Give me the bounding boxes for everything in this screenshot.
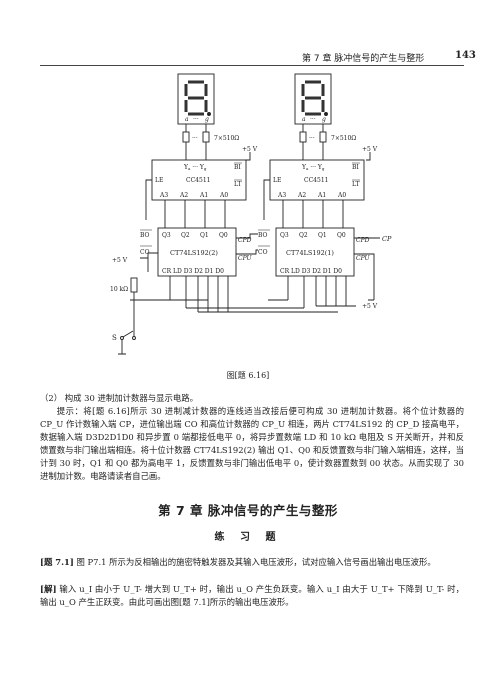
answer-tag: [解] <box>40 584 57 594</box>
svg-text:A1: A1 <box>199 192 208 199</box>
svg-text:A3: A3 <box>159 192 168 199</box>
svg-text:LT: LT <box>234 181 242 188</box>
svg-text:Q2: Q2 <box>181 232 190 239</box>
counter-ct74ls192-units: BO Q3 Q2 Q1 Q0 CPD CT74LS192(1) CO CPU C… <box>258 227 371 277</box>
display-seg-a: a <box>185 116 189 123</box>
counter-ct74ls192-tens: BO Q3 Q2 Q1 Q0 CPD CT74LS192(2) CO CPU C… <box>140 227 253 277</box>
svg-text:CPU: CPU <box>356 255 371 262</box>
svg-text:CR LD D3 D2 D1 D0: CR LD D3 D2 D1 D0 <box>162 268 224 275</box>
paragraph-hint: 提示：将[题 6.16]所示 30 进制减计数器的连线适当改接后便可构成 30 … <box>40 406 464 481</box>
svg-text:A3: A3 <box>277 192 286 199</box>
svg-text:A0: A0 <box>337 192 346 199</box>
problem-text: 图 P7.1 所示为反相输出的施密特触发器及其输入电压波形，试对应输入信号画出输… <box>76 557 436 567</box>
problem-tag: [题 7.1] <box>40 557 74 567</box>
figure-caption: 图[题 6.16] <box>226 371 270 380</box>
svg-text:Q2: Q2 <box>299 232 308 239</box>
svg-text:BI: BI <box>234 164 241 171</box>
svg-text:CR LD D3 D2 D1 D0: CR LD D3 D2 D1 D0 <box>280 268 342 275</box>
svg-text:···: ··· <box>309 135 315 142</box>
svg-text:BI: BI <box>352 164 359 171</box>
exercises-heading: 练 习 题 <box>214 532 282 543</box>
cp-label: CP <box>382 235 392 243</box>
svg-text:Q0: Q0 <box>337 232 346 239</box>
svg-text:···: ··· <box>310 116 316 123</box>
svg-text:Q0: Q0 <box>219 232 228 239</box>
header-rule <box>40 65 464 66</box>
seven-segment-display-units: a ··· g ··· 7×510Ω <box>294 73 356 146</box>
svg-text:BO: BO <box>140 232 150 239</box>
svg-text:7×510Ω: 7×510Ω <box>331 135 356 142</box>
svg-text:A2: A2 <box>297 192 306 199</box>
seven-segment-display-tens: a ··· g ··· 7×510Ω <box>177 73 239 146</box>
svg-text:Q3: Q3 <box>280 232 289 239</box>
chapter-heading: 第 7 章 脉冲信号的产生与整形 <box>158 503 338 518</box>
display-seg-g: g <box>205 116 209 123</box>
svg-text:CPD: CPD <box>356 237 370 244</box>
decoder-cc4511-units: Ya ··· Yg BI CC4511 LE LT A3 A2 A1 A0 <box>269 146 365 201</box>
svg-text:CO: CO <box>258 249 268 256</box>
switch-label: S <box>112 334 117 342</box>
counter-units-name: CT74LS192(1) <box>286 249 334 257</box>
svg-text:CPD: CPD <box>238 237 252 244</box>
svg-text:CC4511: CC4511 <box>304 177 328 184</box>
counter-tens-name: CT74LS192(2) <box>170 249 218 257</box>
svg-text:BO: BO <box>258 232 268 239</box>
svg-text:Ya ··· Yg: Ya ··· Yg <box>301 164 325 171</box>
svg-text:Q3: Q3 <box>162 232 171 239</box>
svg-text:CPU: CPU <box>238 255 253 262</box>
svg-text:LT: LT <box>352 181 360 188</box>
display-seg-dots: ··· <box>193 116 199 123</box>
decoder-cc4511-tens: Ya ··· Yg BI CC4511 LE LT A3 A2 A1 A0 <box>151 146 247 201</box>
svg-text:LE: LE <box>273 177 281 184</box>
resistor-10k-label: 10 kΩ <box>110 286 128 293</box>
answer-text: 输入 u_I 由小于 U_T- 增大到 U_T+ 时，输出 u_O 产生负跃变。… <box>40 584 464 607</box>
svg-text:Q1: Q1 <box>318 232 327 239</box>
svg-text:A2: A2 <box>179 192 188 199</box>
svg-text:Q1: Q1 <box>200 232 209 239</box>
supply-label-left: +5 V <box>112 257 128 264</box>
problem-7-1: [题 7.1] 图 P7.1 所示为反相输出的施密特触发器及其输入电压波形，试对… <box>40 556 464 569</box>
svg-text:A0: A0 <box>219 192 228 199</box>
svg-text:A1: A1 <box>317 192 326 199</box>
svg-text:a: a <box>302 116 306 123</box>
svg-text:···: ··· <box>192 135 198 142</box>
svg-text:CO: CO <box>140 249 150 256</box>
decoder-name: CC4511 <box>186 177 210 184</box>
resistor-array-label: 7×510Ω <box>214 135 239 142</box>
running-chapter-title: 第 7 章 脉冲信号的产生与整形 <box>302 54 425 64</box>
svg-text:LE: LE <box>155 177 163 184</box>
page-number: 143 <box>455 50 476 61</box>
paragraph-item-2: （2） 构成 30 进制加计数器与显示电路。 <box>40 393 198 403</box>
supply-label-units: +5 V <box>362 146 378 153</box>
svg-text:g: g <box>322 116 326 123</box>
supply-label-bottom: +5 V <box>362 303 378 310</box>
problem-7-1-answer: [解] 输入 u_I 由小于 U_T- 增大到 U_T+ 时，输出 u_O 产生… <box>40 583 464 609</box>
supply-label-tens: +5 V <box>242 146 258 153</box>
circuit-diagram: a ··· g ··· 7×510Ω a ··· g ··· 7×510Ω +5… <box>110 73 392 355</box>
svg-text:Ya ··· Yg: Ya ··· Yg <box>183 164 207 171</box>
page-header: 第 7 章 脉冲信号的产生与整形 143 <box>0 50 496 66</box>
